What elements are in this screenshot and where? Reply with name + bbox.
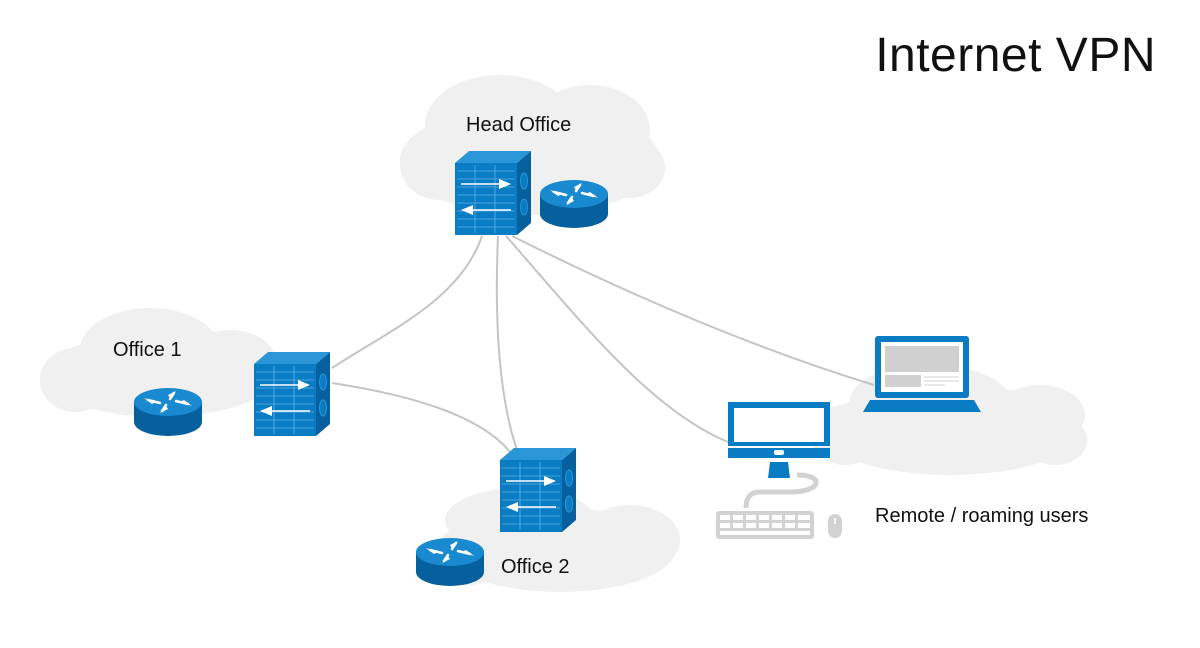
diagram-title: Internet VPN (875, 29, 1156, 82)
mouse-icon (828, 514, 842, 538)
office-1-label: Office 1 (113, 339, 182, 361)
link-head-office-2 (495, 235, 518, 451)
link-head-desktop (505, 235, 729, 443)
head-office-firewall-icon (454, 150, 532, 236)
link-head-laptop (511, 235, 875, 386)
link-office1-office2 (331, 382, 511, 453)
head-office-label: Head Office (466, 114, 572, 136)
cloud-head-office (400, 75, 665, 215)
office-2-router-icon (414, 536, 486, 588)
cloud-office-1 (40, 308, 275, 417)
head-office-router-icon (538, 178, 610, 230)
desktop-computer-icon (728, 402, 830, 509)
office-1-firewall-icon (253, 351, 331, 437)
office-1-router-icon (132, 386, 204, 438)
keyboard-icon (716, 511, 814, 539)
link-head-office-1 (331, 235, 483, 369)
office-2-label: Office 2 (501, 556, 570, 578)
laptop-icon (863, 336, 981, 412)
office-2-firewall-icon (499, 447, 577, 533)
remote-users-label: Remote / roaming users (875, 505, 1089, 527)
vpn-links (331, 235, 875, 453)
